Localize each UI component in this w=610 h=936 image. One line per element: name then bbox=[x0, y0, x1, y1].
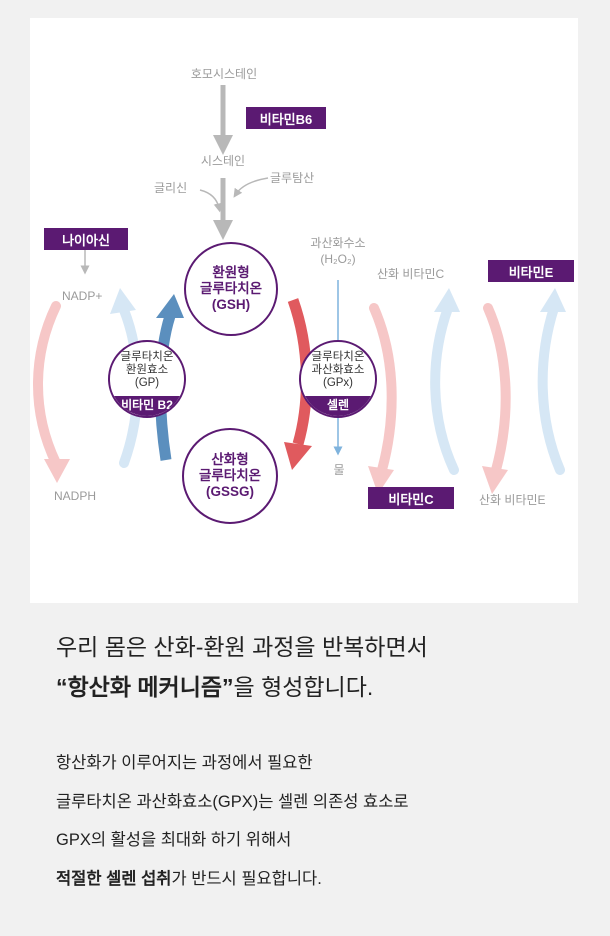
diagram-panel: 호모시스테인 비타민B6 시스테인 글리신 글루탐산 나이아신 NADP+ NA… bbox=[30, 18, 578, 603]
glutamate-label: 글루탐산 bbox=[270, 171, 315, 185]
h2o2-name: 과산화수소 bbox=[310, 236, 366, 250]
caption-line1: 우리 몸은 산화-환원 과정을 반복하면서 bbox=[56, 634, 428, 660]
vitamin-c-badge: 비타민C bbox=[368, 487, 454, 509]
vitamin-b6-badge: 비타민B6 bbox=[246, 107, 326, 129]
arrow-nadp-pink bbox=[33, 301, 61, 468]
body-text: 항산화가 이루어지는 과정에서 필요한 글루타치온 과산화효소(GPX)는 셀렌… bbox=[56, 744, 576, 898]
gsh-circle: 환원형 글루타치온 (GSH) bbox=[184, 242, 278, 336]
body-emphasis: 적절한 셀렌 섭취 bbox=[56, 869, 172, 888]
gpx-line3: (GPx) bbox=[322, 377, 354, 389]
gssg-line3: (GSSG) bbox=[205, 484, 254, 499]
gpx-selenium-band: 셀렌 bbox=[301, 396, 375, 416]
gssg-line1: 산화형 bbox=[211, 452, 249, 467]
arrow-vite-pink bbox=[483, 303, 511, 475]
cysteine-label: 시스테인 bbox=[200, 154, 246, 168]
body-line2: 글루타치온 과산화효소(GPX)는 셀렌 의존성 효소로 bbox=[56, 792, 409, 811]
gpx-line2: 과산화효소 bbox=[311, 364, 365, 376]
vitamin-e-badge: 비타민E bbox=[488, 260, 574, 282]
gsh-line2: 글루타치온 bbox=[199, 281, 263, 296]
caption-line2-rest: 을 형성합니다. bbox=[233, 674, 374, 700]
body-line3: GPX의 활성을 최대화 하기 위해서 bbox=[56, 831, 292, 849]
body-line1: 항산화가 이루어지는 과정에서 필요한 bbox=[56, 754, 313, 772]
homocysteine-label: 호모시스테인 bbox=[190, 67, 258, 81]
caption-emphasis: “항산화 메커니즘” bbox=[56, 674, 234, 700]
nadph-label: NADPH bbox=[54, 489, 97, 503]
gsh-line3: (GSH) bbox=[211, 297, 251, 312]
arrow-glutamate-in bbox=[233, 177, 269, 198]
gssg-line2: 글루타치온 bbox=[198, 468, 262, 483]
arrow-vite-lightblue bbox=[537, 303, 565, 475]
caption: 우리 몸은 산화-환원 과정을 반복하면서 “항산화 메커니즘”을 형성합니다. bbox=[56, 627, 576, 707]
h2o2-formula: (H₂O₂) bbox=[320, 252, 356, 266]
oxidized-vitamin-e-label: 산화 비타민E bbox=[479, 493, 546, 507]
body-line4: 적절한 셀렌 섭취가 반드시 필요합니다. bbox=[56, 860, 576, 899]
arrow-vitc-lightblue bbox=[430, 303, 459, 475]
h2o2-label: 과산화수소 (H₂O₂) bbox=[310, 235, 365, 267]
gr-vitamin-b2-band: 비타민 B2 bbox=[110, 396, 184, 416]
gr-line1: 글루타치온 bbox=[120, 351, 174, 363]
gr-line2: 환원효소 bbox=[125, 364, 169, 376]
arrow-vitc-pink bbox=[369, 303, 397, 475]
body-line4-rest: 가 반드시 필요합니다. bbox=[171, 869, 322, 888]
niacin-badge: 나이아신 bbox=[44, 228, 128, 250]
oxidized-vitamin-c-label: 산화 비타민C bbox=[377, 267, 445, 281]
diagram-arrows bbox=[33, 85, 566, 494]
gr-line3: (GP) bbox=[134, 377, 160, 389]
glutathione-reductase-circle: 글루타치온 환원효소 (GP) 비타민 B2 bbox=[108, 340, 186, 418]
glutathione-peroxidase-circle: 글루타치온 과산화효소 (GPx) 셀렌 bbox=[299, 340, 377, 418]
arrow-glycine-in bbox=[199, 189, 223, 213]
caption-line2: “항산화 메커니즘”을 형성합니다. bbox=[56, 667, 576, 707]
gssg-circle: 산화형 글루타치온 (GSSG) bbox=[182, 428, 278, 524]
water-label: 물 bbox=[333, 463, 345, 477]
nadp-plus-label: NADP+ bbox=[62, 289, 103, 303]
gsh-line1: 환원형 bbox=[212, 265, 250, 280]
gpx-line1: 글루타치온 bbox=[311, 351, 365, 363]
glycine-label: 글리신 bbox=[154, 181, 188, 195]
